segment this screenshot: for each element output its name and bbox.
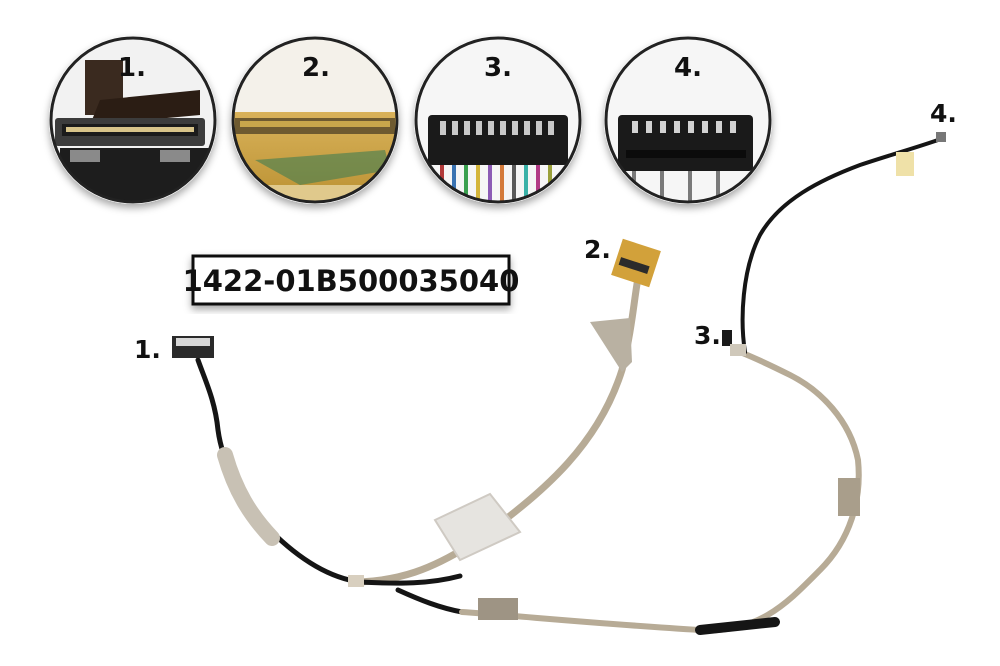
inset-connector-4: 4. [604,36,772,204]
connector-3 [722,330,746,356]
inset-connector-2: 2. [231,36,399,204]
inset-label-1: 1. [118,53,146,83]
cable-tapes [348,152,914,620]
connector-2 [611,238,661,288]
inset-connector-3: 3. [414,36,582,204]
part-number-text: 1422-01B500035040 [183,264,520,298]
inset-label-4: 4. [674,53,702,83]
connector-label-4: 4. [930,99,957,128]
connector-1 [172,336,214,358]
inset-label-3: 3. [484,53,512,83]
inset-label-2: 2. [302,53,330,83]
inset-connector-1: 1. [49,36,217,204]
part-number-label: 1422-01B500035040 [183,254,520,306]
connector-4 [936,132,946,142]
lvds-cable [195,138,940,635]
connector-label-1: 1. [134,335,161,364]
connector-label-2: 2. [584,235,611,264]
connector-label-3: 3. [694,321,721,350]
